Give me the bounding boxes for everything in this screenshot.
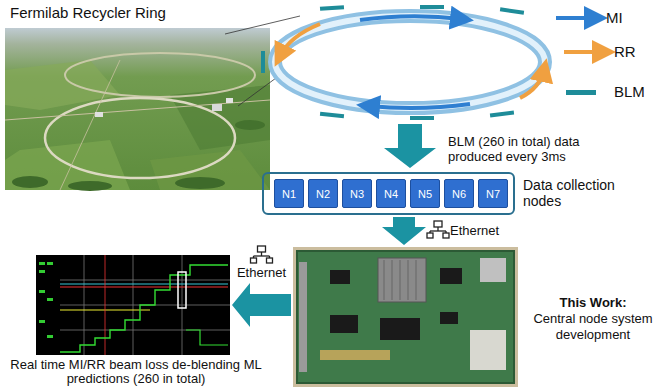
node-label: N7 (486, 188, 500, 200)
ethernet-icon (427, 221, 449, 238)
ethernet-icon (251, 246, 273, 263)
legend-sample (556, 18, 604, 52)
group-heading: Data collection nodes (523, 177, 635, 209)
board-photo (293, 247, 518, 387)
legend-text: BLM (614, 83, 645, 100)
monitor-screenshot (36, 255, 230, 355)
node-label: N6 (452, 188, 466, 200)
leader-line (225, 16, 300, 106)
process-box: N4 (376, 179, 406, 208)
screen-node: Real time MI/RR beam loss de-blending ML… (36, 255, 230, 355)
process-box: N5 (410, 179, 440, 208)
photo-title: Fermilab Recycler Ring (10, 5, 250, 20)
board-node: This Work:Central node system developmen… (293, 247, 518, 387)
flow-arrow (384, 124, 436, 168)
flow-arrow (232, 283, 291, 327)
node-label: N3 (350, 188, 364, 200)
node-label: N4 (384, 188, 398, 200)
node-label: N2 (316, 188, 330, 200)
caption-heading: This Work: (526, 295, 660, 311)
node-group: Data collection nodesN1N2N3N4N5N6N7 (262, 172, 515, 215)
process-box: N2 (308, 179, 338, 208)
ring-drawing (261, 5, 545, 120)
aerial-photo (5, 28, 270, 191)
process-box: N6 (444, 179, 474, 208)
legend-text: MI (606, 9, 623, 26)
flow-arrow (382, 217, 426, 245)
legend-swatch (566, 90, 596, 95)
legend-text: RR (614, 43, 636, 60)
edge-label: Ethernet (237, 265, 286, 280)
process-box: N3 (342, 179, 372, 208)
edge-label: Ethernet (450, 223, 499, 238)
node-label: N1 (282, 188, 296, 200)
process-box: N1 (274, 179, 304, 208)
screen-caption: Real time MI/RR beam loss de-blending ML… (2, 358, 270, 386)
data-note: BLM (260 in total) data produced every 3… (448, 134, 618, 164)
group-label: Data collection nodes (523, 177, 635, 209)
process-box: N7 (478, 179, 508, 208)
caption-body: Central node system development (526, 311, 660, 343)
board-caption: This Work:Central node system developmen… (526, 295, 660, 343)
caption-text: Real time MI/RR beam loss de-blending ML… (2, 358, 270, 386)
node-label: N5 (418, 188, 432, 200)
